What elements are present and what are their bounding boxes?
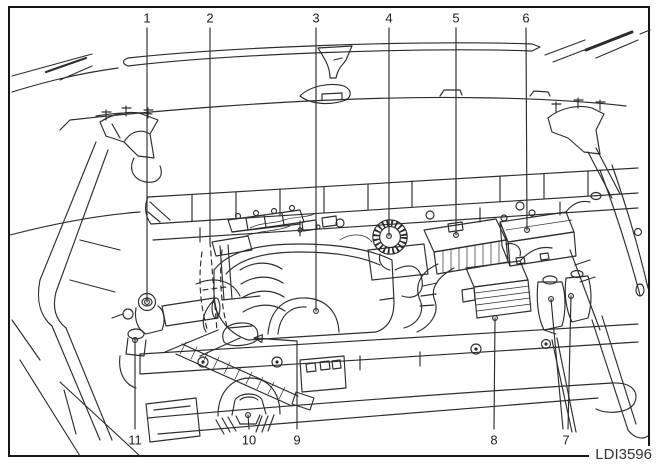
callout-dot-8	[492, 315, 498, 321]
callout-9: 9	[253, 334, 301, 448]
callout-10: 10	[242, 412, 256, 448]
callout-11: 11	[128, 337, 142, 448]
callout-7: 7	[548, 293, 574, 448]
wiper-pivot	[299, 45, 353, 105]
callout-label-10: 10	[242, 433, 256, 448]
ribbed-hose	[175, 341, 315, 411]
oil-filler-cap	[367, 219, 429, 281]
callout-6: 6	[522, 11, 530, 233]
callout-label-4: 4	[385, 11, 392, 26]
strut-and-spring	[199, 235, 286, 333]
callout-label-7: 7	[562, 433, 569, 448]
radiator-support	[139, 323, 639, 393]
callout-8: 8	[490, 315, 498, 448]
coolant-reservoirs	[536, 269, 592, 335]
callout-dot-6	[524, 227, 530, 233]
callout-dot-7	[568, 293, 574, 299]
callout-dot-10	[245, 412, 251, 418]
callout-dot-3	[313, 308, 319, 314]
figure-code: LDI3596	[589, 446, 655, 464]
callout-label-1: 1	[143, 11, 150, 26]
ignition-coil-row	[227, 204, 305, 233]
lower-relay-block	[461, 246, 553, 319]
callout-label-8: 8	[490, 433, 497, 448]
callout-dot-5	[453, 232, 459, 238]
callout-arrow-9	[253, 334, 263, 343]
cowl-panel	[145, 167, 639, 243]
brake-fluid-reservoir	[111, 279, 241, 335]
callout-label-2: 2	[206, 11, 213, 26]
relay-box	[499, 200, 591, 267]
callout-dot-1	[144, 299, 150, 305]
callout-dot-4	[386, 233, 392, 239]
intake-duct	[394, 263, 455, 333]
washer-filler	[119, 328, 147, 389]
reservoir-filler-neck	[222, 322, 259, 347]
callout-label-6: 6	[522, 11, 529, 26]
callout-1: 1	[143, 11, 151, 305]
callout-5: 5	[452, 11, 460, 238]
callout-3: 3	[312, 11, 320, 314]
callouts: 1 2 3 4 5 6 7 8 9 10 11	[128, 11, 574, 448]
air-cleaner-box	[423, 218, 521, 275]
callout-label-9: 9	[293, 433, 300, 448]
callout-label-11: 11	[128, 433, 142, 448]
horn	[215, 377, 281, 435]
callout-label-3: 3	[312, 11, 319, 26]
hood-top-edge	[11, 29, 651, 93]
callout-label-5: 5	[452, 11, 459, 26]
callout-2: 2	[206, 11, 218, 332]
callout-4: 4	[385, 11, 393, 239]
left-hood-hinge	[99, 105, 162, 183]
figure-border	[8, 6, 650, 457]
callout-dot-11	[132, 337, 138, 343]
front-bumper-edge	[59, 381, 637, 457]
callout-dot-7	[548, 296, 554, 302]
engine-cover	[164, 243, 395, 357]
left-fender-structure	[9, 141, 141, 457]
windshield-base	[59, 89, 627, 131]
right-hood-hinge	[547, 97, 621, 199]
